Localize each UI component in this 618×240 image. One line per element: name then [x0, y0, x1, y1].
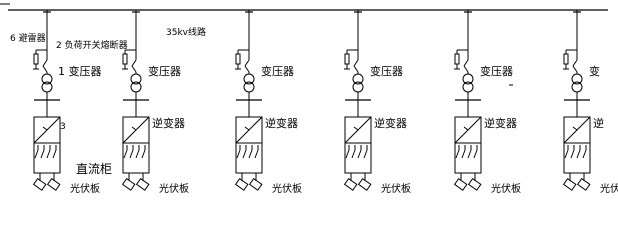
switch-blade [42, 59, 48, 67]
dc-switch-blade [345, 149, 350, 159]
dc-switch-blade [46, 149, 51, 159]
transformer-numbered-label: 1 变压器 [58, 64, 102, 78]
transformer-label: 变压器 [370, 64, 403, 78]
inverter-label: 逆变器 [265, 116, 298, 130]
arrester-body [344, 53, 350, 65]
pv-panel-label: 光伏板 [491, 182, 521, 195]
pv-panel [453, 177, 468, 191]
dc-switch-blade [467, 149, 472, 159]
dc-switch-blade [52, 149, 57, 159]
dc-cabinet-box [344, 142, 372, 174]
pv-panel [234, 177, 249, 191]
inverter-number-label: 3 [60, 122, 66, 132]
dc-cabinet-box [33, 142, 61, 174]
inverter-label: 逆 [593, 116, 604, 130]
pv-panel [248, 177, 263, 191]
transformer-winding-primary [352, 73, 364, 85]
dc-switch-blade [570, 149, 575, 159]
pv-panel [343, 177, 358, 191]
pv-panel [562, 177, 577, 191]
transformer-winding-primary [571, 73, 583, 85]
dc-switch-blade [123, 149, 128, 159]
inverter-inner-mark [131, 126, 137, 131]
switch-blade [42, 65, 48, 73]
transformer-label: 变压器 [261, 64, 294, 78]
transformer-label: 变压器 [480, 64, 513, 78]
dc-switch-blade [576, 149, 581, 159]
line-label: 35kv线路 [166, 26, 206, 38]
dc-switch-blade [254, 149, 259, 159]
switch-blade [131, 65, 137, 73]
pv-panel-label: 光伏板 [600, 182, 618, 195]
dc-switch-blade [40, 149, 45, 159]
arrester-label: 6 避雷器 [10, 32, 46, 44]
arrester-body [235, 53, 241, 65]
pv-panel-label: 光伏板 [159, 182, 189, 195]
pv-plant-single-line-diagram: 光伏板 变压器逆变器光伏板 变压器逆变器光伏板 变压器逆变器光伏板 变压器逆变器光伏板 变… [0, 3, 618, 195]
inverter-inner-mark [244, 126, 250, 131]
arrester-body [122, 53, 128, 65]
dc-switch-blade [34, 149, 39, 159]
dc-switch-blade [357, 149, 362, 159]
dc-cabinet-box [235, 142, 263, 174]
inverter-label: 逆变器 [152, 116, 185, 130]
arrester-body [33, 53, 39, 65]
dc-switch-blade [473, 149, 478, 159]
dc-switch-blade [236, 149, 241, 159]
dc-switch-blade [351, 149, 356, 159]
load-switch-label: 2 负荷开关熔断器 [56, 39, 128, 51]
pv-panel [357, 177, 372, 191]
inverter-inner-mark [463, 126, 469, 131]
pv-panel [32, 177, 47, 191]
transformer-winding-primary [130, 73, 142, 85]
pv-panel [467, 177, 482, 191]
pv-panel [135, 177, 150, 191]
dc-switch-blade [135, 149, 140, 159]
switch-blade [463, 59, 469, 67]
dc-cabinet-box [563, 142, 591, 174]
dc-cabinet-label: 直流柜 [76, 162, 112, 176]
transformer-label: 变 [589, 64, 600, 78]
pv-panel [576, 177, 591, 191]
dc-switch-blade [242, 149, 247, 159]
switch-blade [244, 65, 250, 73]
inverter-inner-mark [42, 126, 48, 131]
arrester-body [563, 53, 569, 65]
transformer-winding-primary [41, 73, 53, 85]
transformer-winding-primary [462, 73, 474, 85]
pv-panel-label: 光伏板 [381, 182, 411, 195]
dc-cabinet-box [454, 142, 482, 174]
pv-panel-label: 光伏板 [70, 182, 100, 195]
inverter-inner-mark [353, 126, 359, 131]
dc-switch-blade [564, 149, 569, 159]
dc-switch-blade [141, 149, 146, 159]
switch-blade [572, 59, 578, 67]
switch-blade [572, 65, 578, 73]
pv-panel-label: 光伏板 [272, 182, 302, 195]
dc-cabinet-box [122, 142, 150, 174]
transformer-winding-primary [243, 73, 255, 85]
switch-blade [353, 59, 359, 67]
transformer-label: 变压器 [148, 64, 181, 78]
dc-switch-blade [582, 149, 587, 159]
switch-blade [244, 59, 250, 67]
dc-switch-blade [129, 149, 134, 159]
switch-blade [353, 65, 359, 73]
inverter-label: 逆变器 [484, 116, 517, 130]
switch-blade [463, 65, 469, 73]
pv-panel [121, 177, 136, 191]
switch-blade [131, 59, 137, 67]
dc-switch-blade [363, 149, 368, 159]
arrester-body [454, 53, 460, 65]
dc-switch-blade [455, 149, 460, 159]
pv-panel [46, 177, 61, 191]
dc-switch-blade [461, 149, 466, 159]
dc-switch-blade [248, 149, 253, 159]
inverter-inner-mark [572, 126, 578, 131]
inverter-label: 逆变器 [374, 116, 407, 130]
